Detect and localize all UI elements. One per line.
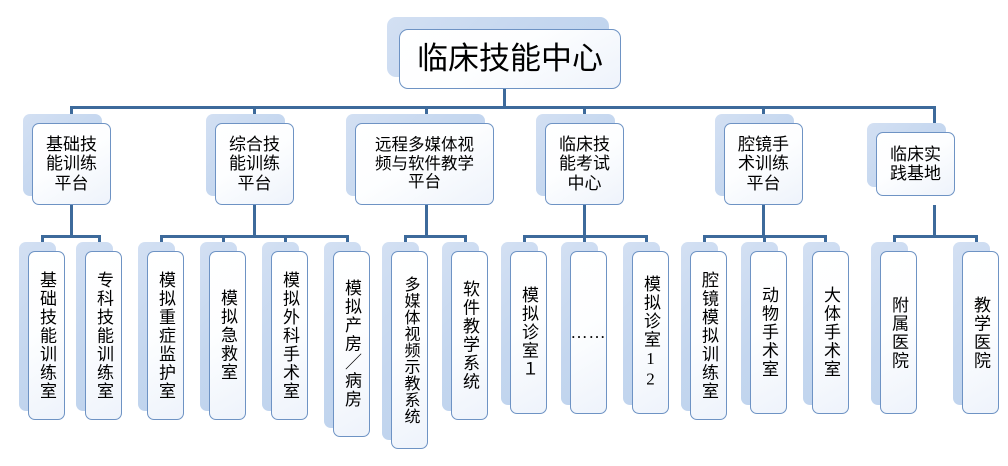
node-level2-5[interactable]: 腔镜手 术训练 平台 [715,114,803,205]
node-leaf-4-face: 模拟急救室 [209,251,246,420]
node-root-label: 临床技能中心 [417,40,603,76]
node-level2-4-label: 临床技 能考试 中心 [559,135,610,193]
node-leaf-9[interactable]: 模拟诊室１ [501,242,547,414]
node-leaf-2[interactable]: 专科技能训练室 [76,242,122,420]
connector-root-stem [503,88,506,108]
node-leaf-11[interactable]: 模拟诊室12 [623,242,669,414]
node-leaf-13-face: 动物手术室 [750,251,787,414]
node-level2-6[interactable]: 临床实 践基地 [867,123,955,196]
node-level2-4[interactable]: 临床技 能考试 中心 [536,114,624,205]
node-level2-3[interactable]: 远程多媒体视 频与软件教学 平台 [346,114,494,205]
node-leaf-12-face: 腔镜模拟训练室 [690,251,727,420]
node-leaf-7-label: 多媒体视频示教系统 [401,275,419,425]
connector-node-5-stem [762,205,765,235]
node-leaf-9-label: 模拟诊室１ [519,286,538,379]
connector-node-3-stem [425,205,428,235]
node-leaf-1-label: 基础技能训练室 [37,270,56,401]
node-leaf-5-label: 模拟外科手术室 [280,270,299,401]
node-level2-5-face: 腔镜手 术训练 平台 [724,123,803,205]
node-leaf-11-face: 模拟诊室12 [632,251,669,414]
connector-node-6-stem [933,205,936,235]
connector-node-2-stem [253,205,256,235]
node-leaf-16[interactable]: 教学医院 [953,242,999,414]
node-level2-1[interactable]: 基础技 能训练 平台 [23,114,111,205]
node-leaf-5-face: 模拟外科手术室 [271,251,308,420]
connector-node-4-stem [583,205,586,235]
node-level2-5-label: 腔镜手 术训练 平台 [738,135,789,193]
node-leaf-15-face: 附属医院 [880,251,917,414]
node-leaf-14[interactable]: 大体手术室 [803,242,849,414]
connector-level2-bus [70,106,936,109]
connector-node-2-bus [160,235,349,238]
connector-node-3-bus [404,235,467,238]
connector-node-6-bus [893,235,978,238]
node-level2-2-label: 综合技 能训练 平台 [229,135,280,193]
node-level2-1-label: 基础技 能训练 平台 [46,135,97,193]
node-leaf-3-label: 模拟重症监护室 [156,270,175,401]
node-level2-1-face: 基础技 能训练 平台 [32,123,111,205]
connector-to-node-6 [933,106,936,124]
node-leaf-1-face: 基础技能训练室 [28,251,65,420]
node-leaf-8-face: 软件教学系统 [451,251,488,420]
node-leaf-5[interactable]: 模拟外科手术室 [262,242,308,420]
node-leaf-10-label: …… [570,323,607,342]
node-level2-4-face: 临床技 能考试 中心 [545,123,624,205]
node-leaf-4-label: 模拟急救室 [218,289,237,382]
node-leaf-11-label: 模拟诊室12 [641,275,660,390]
node-leaf-16-label: 教学医院 [971,295,990,370]
node-root[interactable]: 临床技能中心 [387,17,621,89]
node-leaf-16-face: 教学医院 [962,251,999,414]
node-leaf-13[interactable]: 动物手术室 [741,242,787,414]
node-root-face: 临床技能中心 [399,29,621,89]
node-leaf-6-face: 模拟产房／病房 [333,251,370,437]
node-leaf-15-label: 附属医院 [889,295,908,370]
connector-node-1-stem [70,205,73,235]
node-level2-3-face: 远程多媒体视 频与软件教学 平台 [355,123,494,205]
node-leaf-15[interactable]: 附属医院 [871,242,917,414]
node-leaf-14-face: 大体手术室 [812,251,849,414]
node-level2-2-face: 综合技 能训练 平台 [215,123,294,205]
node-leaf-12[interactable]: 腔镜模拟训练室 [681,242,727,420]
node-leaf-6-label: 模拟产房／病房 [342,279,361,409]
node-leaf-3-face: 模拟重症监护室 [147,251,184,420]
node-leaf-9-face: 模拟诊室１ [510,251,547,414]
node-leaf-2-label: 专科技能训练室 [94,270,113,401]
node-leaf-3[interactable]: 模拟重症监护室 [138,242,184,420]
node-leaf-13-label: 动物手术室 [759,286,778,379]
node-level2-3-label: 远程多媒体视 频与软件教学 平台 [375,135,474,192]
node-leaf-12-label: 腔镜模拟训练室 [699,270,718,401]
node-leaf-4[interactable]: 模拟急救室 [200,242,246,420]
node-leaf-10[interactable]: …… [561,242,607,414]
node-leaf-14-label: 大体手术室 [821,286,840,379]
node-leaf-8[interactable]: 软件教学系统 [442,242,488,420]
node-leaf-1[interactable]: 基础技能训练室 [19,242,65,420]
node-leaf-7-face: 多媒体视频示教系统 [391,251,428,449]
node-leaf-2-face: 专科技能训练室 [85,251,122,420]
node-leaf-7[interactable]: 多媒体视频示教系统 [382,242,428,449]
connector-node-1-bus [41,235,101,238]
node-leaf-8-label: 软件教学系统 [460,280,479,391]
node-leaf-6[interactable]: 模拟产房／病房 [324,242,370,437]
node-level2-6-label: 临床实 践基地 [890,144,941,183]
node-level2-2[interactable]: 综合技 能训练 平台 [206,114,294,205]
node-level2-6-face: 临床实 践基地 [876,132,955,196]
node-leaf-10-face: …… [570,251,607,414]
